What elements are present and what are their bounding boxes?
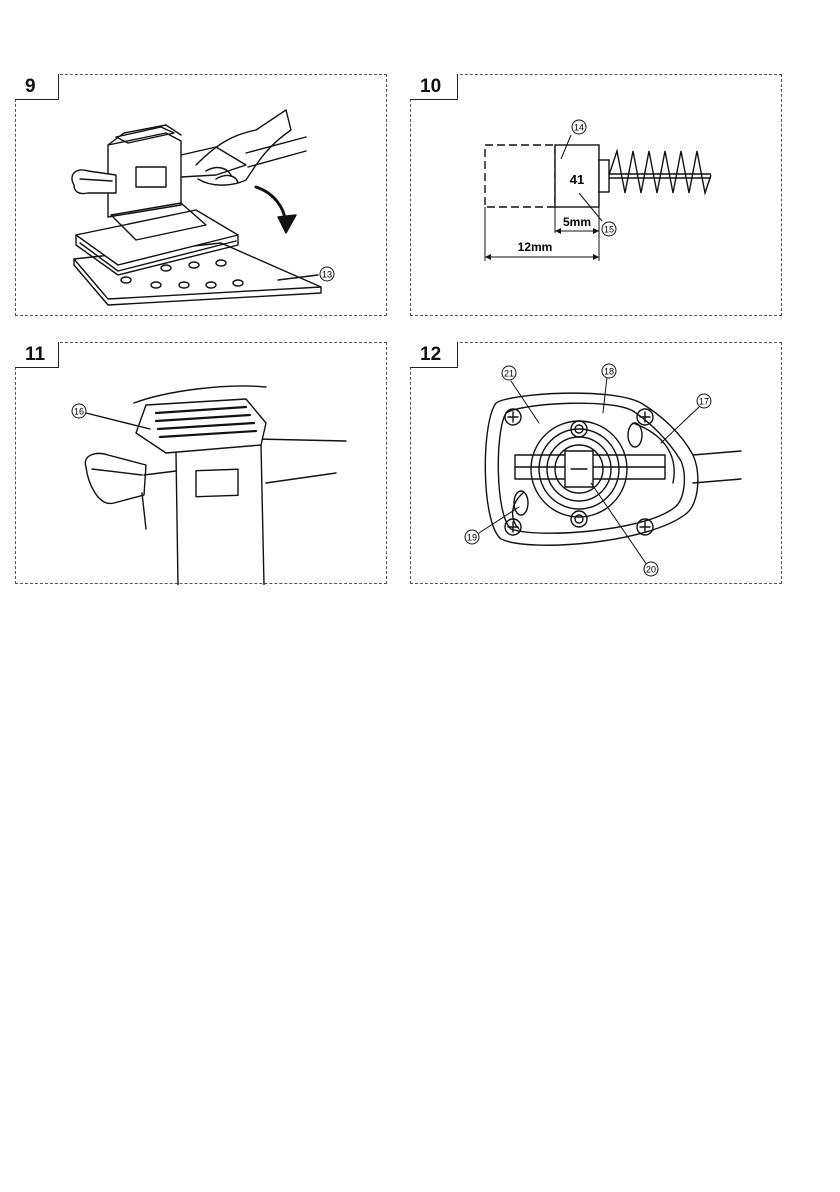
callout-19: 19 <box>467 533 477 543</box>
callout-20: 20 <box>646 565 656 575</box>
callout-18: 18 <box>604 367 614 377</box>
dimension-5mm: 5mm <box>563 215 591 229</box>
figure-10-panel: 10 41 5mm 12mm 14 1 <box>410 74 782 316</box>
figure-11-housing-illustration: 16 <box>16 343 388 585</box>
dimension-12mm: 12mm <box>518 240 553 254</box>
callout-13: 13 <box>322 270 332 280</box>
figure-9-sander-illustration: 13 <box>16 75 388 317</box>
figure-10-carbon-brush-diagram: 41 5mm 12mm 14 15 <box>411 75 783 317</box>
callout-15: 15 <box>604 225 614 235</box>
figure-11-panel: 11 16 <box>15 342 387 584</box>
brush-number-label: 41 <box>570 172 584 187</box>
figure-12-panel: 12 <box>410 342 782 584</box>
callout-16: 16 <box>74 407 84 417</box>
callout-17: 17 <box>699 397 709 407</box>
callout-21: 21 <box>504 369 514 379</box>
figure-12-motor-illustration: 21 18 17 19 20 <box>411 343 783 585</box>
callout-14: 14 <box>574 123 584 133</box>
figure-9-panel: 9 <box>15 74 387 316</box>
